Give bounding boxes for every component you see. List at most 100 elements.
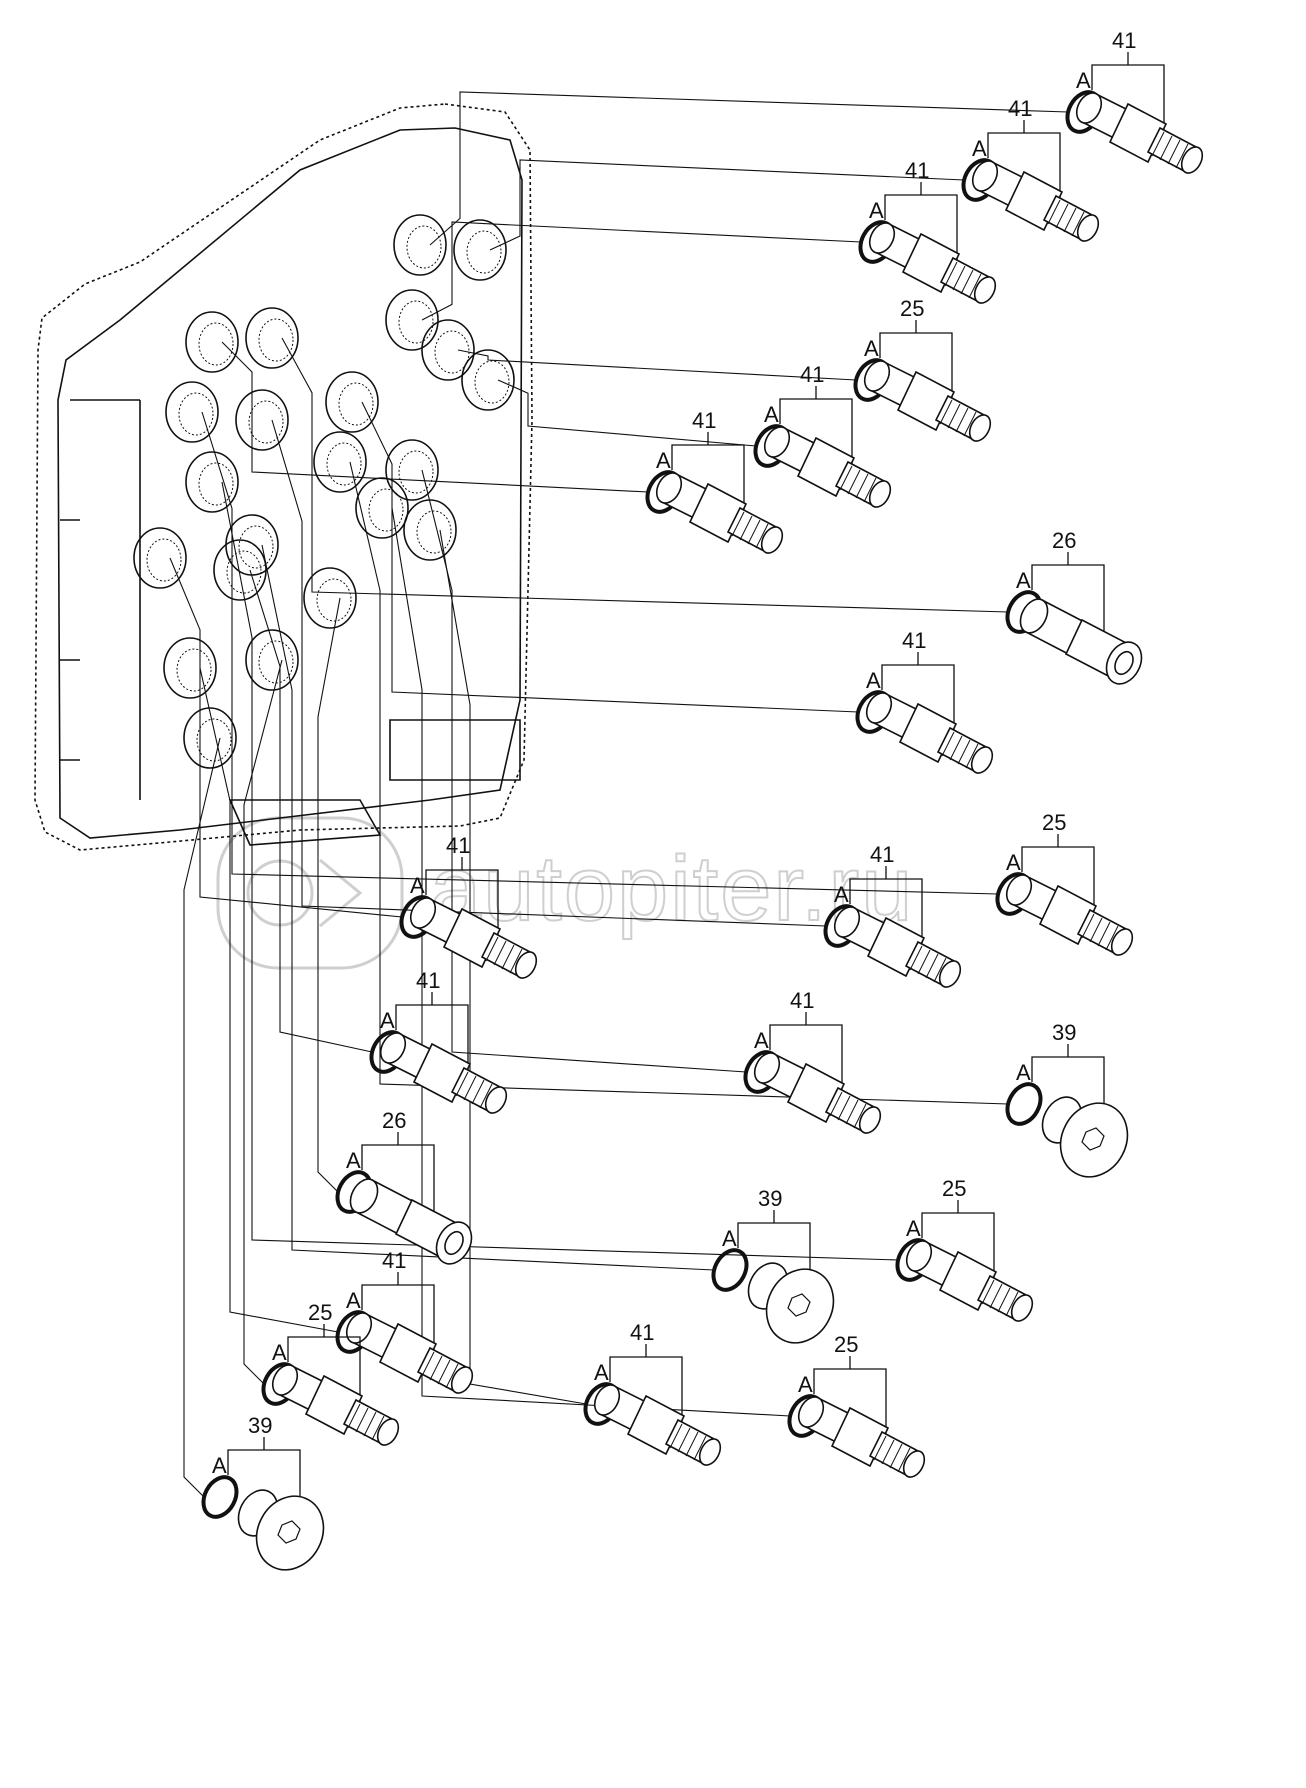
port-rim xyxy=(403,499,457,561)
leader-line xyxy=(249,569,373,1053)
port-rim xyxy=(185,451,239,513)
callout: 25A xyxy=(787,1332,926,1478)
leader-line xyxy=(421,469,747,1073)
port-thread xyxy=(226,550,262,594)
port-rim xyxy=(163,637,217,699)
valve-ports xyxy=(133,214,515,769)
port-rim xyxy=(165,381,219,443)
part-number-label: 41 xyxy=(905,158,929,183)
callout: 41A xyxy=(753,362,892,508)
adapter-fitting-icon xyxy=(905,1240,1034,1322)
port-rim xyxy=(393,214,447,276)
part-number-label: 39 xyxy=(758,1186,782,1211)
valve-port xyxy=(185,451,239,513)
part-number-label: 41 xyxy=(416,968,440,993)
part-number-label: 25 xyxy=(1042,810,1066,835)
callout: 25A xyxy=(895,1176,1034,1322)
part-callouts: 41A41A41A25A41A41A26A41A25A41A39A41A25A3… xyxy=(201,28,1204,1571)
port-rim xyxy=(133,527,187,589)
valve-port xyxy=(385,289,439,351)
o-ring-icon xyxy=(1005,1082,1043,1126)
ring-label: A xyxy=(272,1340,287,1365)
ring-label: A xyxy=(212,1453,227,1478)
ring-label: A xyxy=(972,136,987,161)
ring-label: A xyxy=(798,1372,813,1397)
leader-line xyxy=(261,544,715,1271)
callout: 41A xyxy=(855,628,994,774)
callout: 25A xyxy=(261,1300,400,1446)
ring-label: A xyxy=(834,882,849,907)
leader-line xyxy=(429,91,1069,246)
callout: 41A xyxy=(961,96,1100,242)
plug-icon xyxy=(1041,1096,1129,1178)
part-number-label: 39 xyxy=(248,1413,272,1438)
leader-line xyxy=(361,401,859,713)
port-rim xyxy=(325,371,379,433)
ring-label: A xyxy=(869,198,884,223)
valve-port xyxy=(245,307,299,369)
valve-port xyxy=(461,349,515,411)
valve-port xyxy=(235,389,289,451)
ring-label: A xyxy=(1076,68,1091,93)
leader-line xyxy=(317,597,341,1193)
adapter-fitting-icon xyxy=(345,1312,474,1394)
port-rim xyxy=(245,307,299,369)
ring-label: A xyxy=(656,448,671,473)
port-rim xyxy=(213,539,267,601)
leader-line xyxy=(221,341,649,493)
plug-icon xyxy=(747,1262,835,1344)
ring-label: A xyxy=(1016,568,1031,593)
port-thread xyxy=(178,392,214,436)
port-rim xyxy=(313,431,367,493)
callout: 41A xyxy=(583,1320,722,1466)
port-thread xyxy=(238,525,274,569)
leader-line xyxy=(421,221,862,321)
port-rim xyxy=(421,319,475,381)
ring-label: A xyxy=(906,1216,921,1241)
adapter-fitting-icon xyxy=(971,160,1100,242)
leader-lines xyxy=(169,91,1069,1498)
port-rim xyxy=(245,629,299,691)
leader-line xyxy=(439,529,587,1405)
ring-label: A xyxy=(410,873,425,898)
adapter-fitting-icon xyxy=(1005,874,1134,956)
valve-port xyxy=(313,431,367,493)
valve-port xyxy=(325,371,379,433)
valve-port xyxy=(163,637,217,699)
ring-label: A xyxy=(866,668,881,693)
ring-label: A xyxy=(346,1288,361,1313)
port-rim xyxy=(183,707,237,769)
valve-port xyxy=(385,439,439,501)
adapter-fitting-icon xyxy=(593,1384,722,1466)
port-rim xyxy=(303,567,357,629)
part-number-label: 25 xyxy=(834,1332,858,1357)
part-number-label: 41 xyxy=(446,833,470,858)
port-rim xyxy=(355,477,409,539)
port-thread xyxy=(416,510,452,554)
callout: 41A xyxy=(335,1248,474,1394)
part-number-label: 41 xyxy=(1112,28,1136,53)
ring-label: A xyxy=(594,1360,609,1385)
valve-port xyxy=(303,567,357,629)
part-number-label: 25 xyxy=(942,1176,966,1201)
leader-line xyxy=(201,411,999,895)
valve-body xyxy=(34,103,533,851)
o-ring-icon xyxy=(201,1475,239,1519)
callout: 41A xyxy=(369,968,508,1114)
part-number-label: 41 xyxy=(902,628,926,653)
leader-line xyxy=(281,337,1009,613)
callout: 41A xyxy=(399,833,538,979)
callout: 39A xyxy=(201,1413,325,1571)
part-number-label: 26 xyxy=(1052,528,1076,553)
port-thread xyxy=(326,442,362,486)
port-thread xyxy=(406,225,442,269)
valve-port xyxy=(133,527,187,589)
callout: 41A xyxy=(1065,28,1204,174)
port-thread xyxy=(398,300,434,344)
o-ring-icon xyxy=(711,1248,749,1292)
leader-line xyxy=(199,667,339,1333)
ring-label: A xyxy=(754,1028,769,1053)
port-rim xyxy=(185,311,239,373)
ring-label: A xyxy=(346,1148,361,1173)
leader-line xyxy=(183,737,221,1498)
